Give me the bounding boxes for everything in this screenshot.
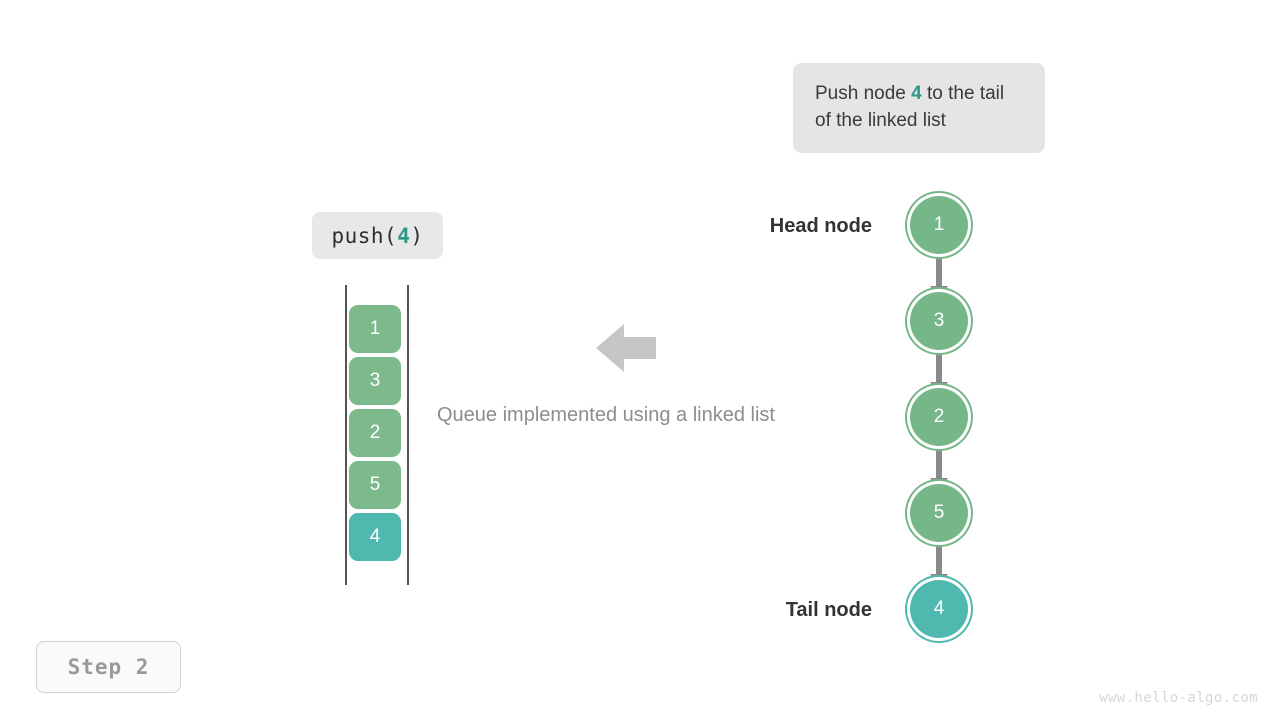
queue-item: 1 (349, 305, 401, 353)
linked-list-node: 3 (910, 292, 968, 350)
queue-bracket-left (345, 285, 347, 585)
queue-item-value: 3 (369, 370, 381, 391)
queue-item: 5 (349, 461, 401, 509)
link-arrow (930, 544, 948, 586)
linked-list-node: 1 (910, 196, 968, 254)
callout-panel: Push node 4 to the tail of the linked li… (793, 63, 1045, 153)
node-value: 4 (933, 598, 945, 619)
queue-item-list: 1 3 2 5 4 (349, 305, 401, 561)
operation-suffix: ) (410, 223, 424, 248)
node-value: 2 (933, 406, 945, 427)
queue-bracket-right (407, 285, 409, 585)
watermark: www.hello-algo.com (1099, 690, 1258, 706)
linked-list: Head node Tail node 1 3 2 5 4 (770, 180, 1020, 650)
queue-item-value: 2 (369, 422, 381, 443)
queue-item: 2 (349, 409, 401, 457)
link-arrow (930, 448, 948, 490)
queue-item-value: 5 (369, 474, 381, 495)
callout-highlight-value: 4 (911, 83, 922, 104)
queue-item-value: 1 (369, 318, 381, 339)
step-badge: Step 2 (36, 641, 181, 693)
operation-prefix: push( (331, 223, 398, 248)
head-node-label: Head node (769, 215, 872, 237)
linked-list-node: 2 (910, 388, 968, 446)
node-value: 1 (933, 214, 945, 235)
node-value: 3 (933, 310, 945, 331)
link-arrow (930, 256, 948, 298)
queue-array: 1 3 2 5 4 (345, 285, 409, 585)
operation-argument: 4 (397, 223, 411, 248)
linked-list-node: 5 (910, 484, 968, 542)
link-arrow (930, 352, 948, 394)
queue-item: 4 (349, 513, 401, 561)
callout-text-before: Push node (815, 83, 912, 104)
callout-text-after: to the tail of the linked list (815, 83, 1005, 131)
diagram-caption: Queue implemented using a linked list (437, 404, 775, 426)
operation-label: push(4) (312, 212, 443, 259)
left-arrow-glyph (596, 324, 656, 372)
tail-node-label: Tail node (785, 599, 872, 621)
queue-item: 3 (349, 357, 401, 405)
linked-list-node: 4 (910, 580, 968, 638)
queue-item-value: 4 (369, 526, 381, 547)
node-value: 5 (933, 502, 945, 523)
left-arrow-icon (596, 322, 656, 374)
